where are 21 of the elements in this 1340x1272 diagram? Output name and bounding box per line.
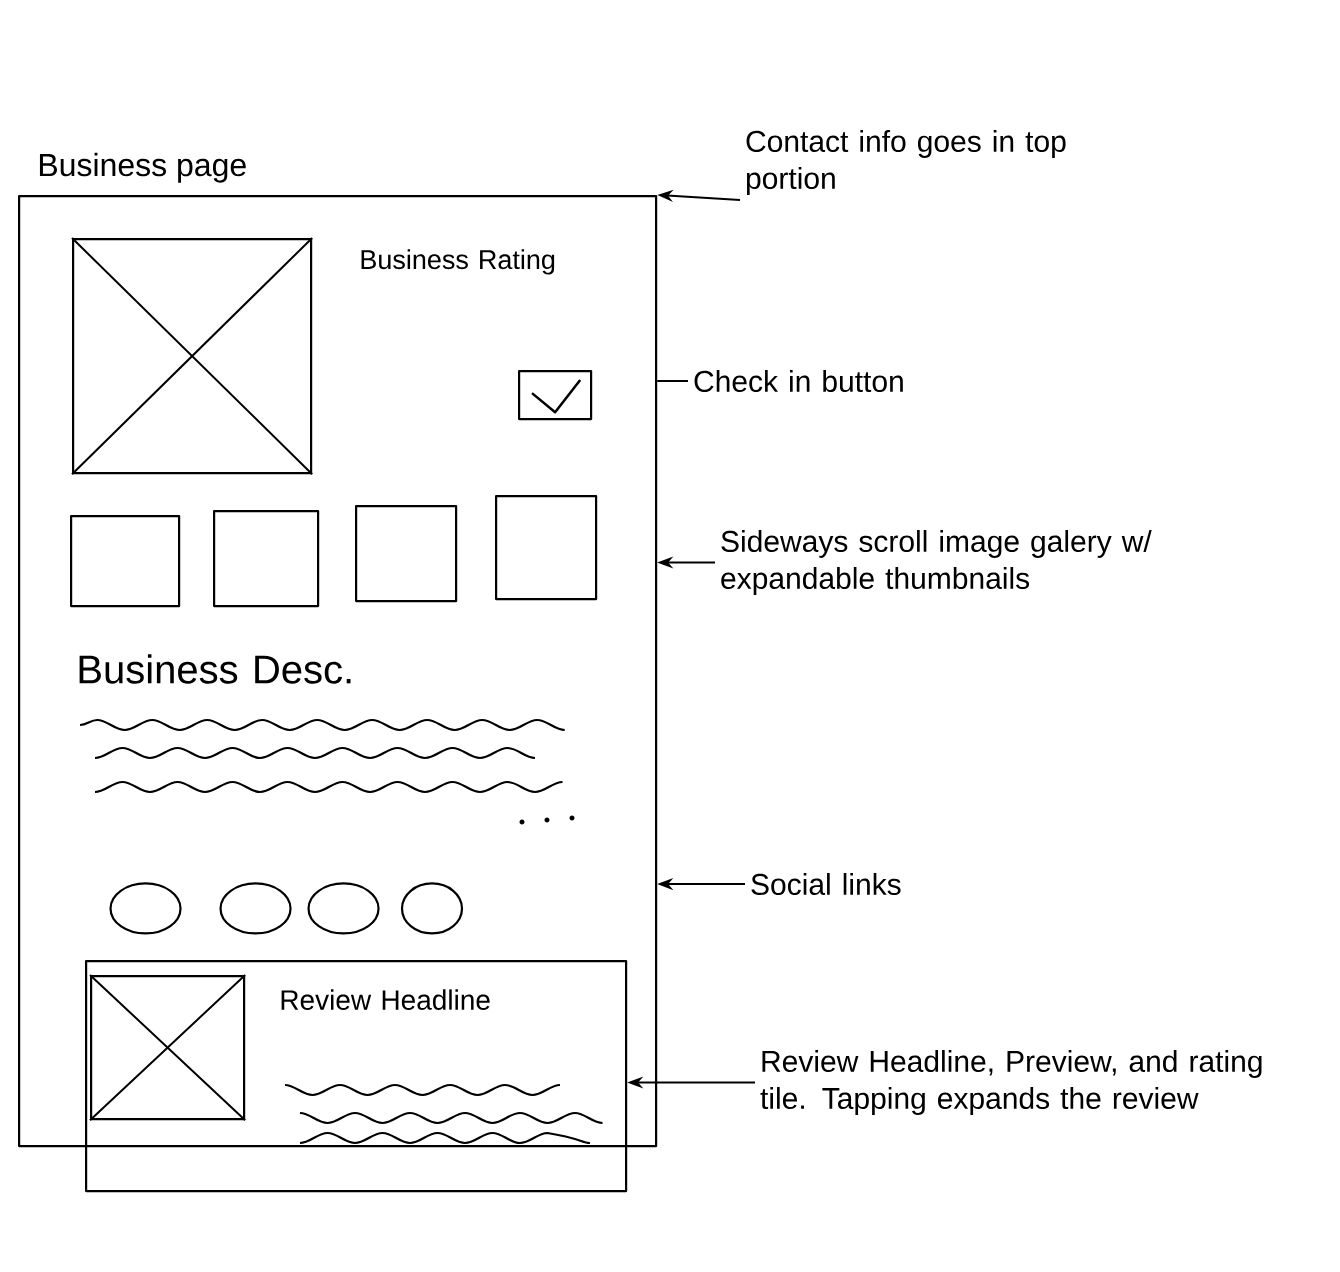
page-title: Business page [39, 152, 246, 183]
description-heading: Business Desc. [79, 654, 351, 684]
social-link-circle [109, 882, 182, 935]
social-link-circle [307, 882, 380, 935]
tile-headline: Review Headline [281, 989, 490, 1010]
thumbnail-box [495, 495, 598, 601]
image-placeholder [89, 974, 247, 1122]
annotation-text: Review Headline, Preview, and rating tile. Tapping expands the review [760, 1050, 1262, 1115]
thumbnail-box [355, 505, 458, 603]
annotation-text: Sideways scroll image galery w/ expandable thumbnails [721, 530, 1152, 595]
annotation-text: Contact info goes in top portion [746, 130, 1066, 195]
thumbnail-box [213, 510, 320, 608]
annotation-text: Check in button [694, 370, 903, 393]
image-placeholder [71, 237, 314, 476]
social-link-circle [219, 882, 292, 935]
check-in-checkbox [518, 370, 593, 421]
social-link-circle [400, 882, 464, 935]
thumbnail-box [70, 515, 181, 608]
rating-label: Business Rating [361, 249, 555, 275]
leader-line [656, 380, 689, 382]
annotation-text: Social links [751, 873, 901, 896]
